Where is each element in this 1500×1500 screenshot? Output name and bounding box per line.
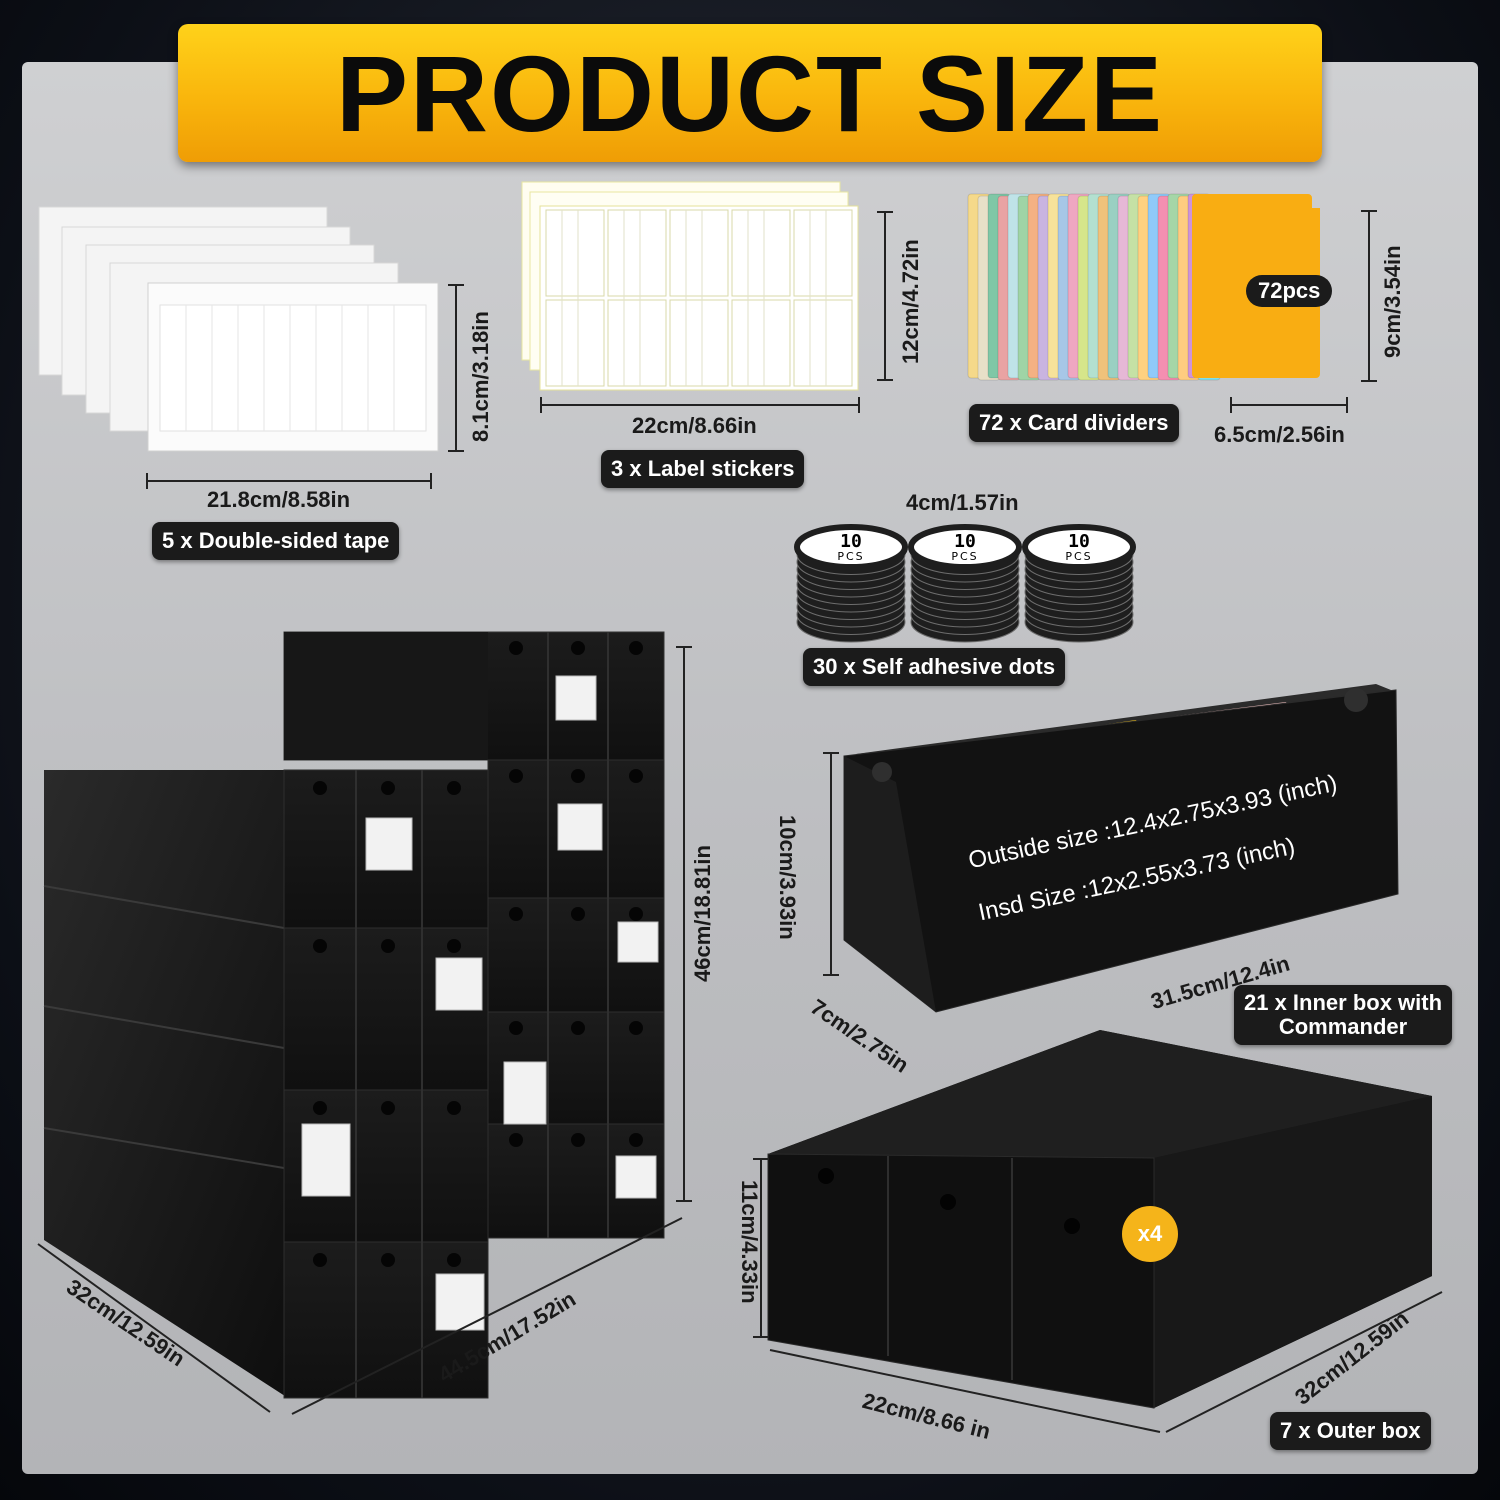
- outer-multiplier-badge: x4: [1122, 1206, 1178, 1262]
- dots-diameter-dim: 4cm/1.57in: [906, 490, 1019, 515]
- adhesive-dot: [908, 524, 1022, 570]
- dot-unit-text: PCS: [1065, 550, 1092, 563]
- stack-height-dim: 46cm/18.81in: [690, 845, 715, 982]
- sticker-sheets: [521, 181, 859, 391]
- tape-label: 5 x Double-sided tape: [152, 522, 400, 560]
- dots-label: 30 x Self adhesive dots: [803, 648, 1066, 686]
- stack-height-line: [676, 646, 692, 1202]
- stickers-height-line: [877, 211, 893, 381]
- outer-height-dim: 11cm/4.33in: [737, 1180, 762, 1304]
- dot-unit-text: PCS: [837, 550, 864, 563]
- divider-cards: [967, 193, 1320, 381]
- dividers-label: 72 x Card dividers: [969, 404, 1179, 442]
- outer-box-image: [767, 1030, 1432, 1409]
- inner-height-dim: 10cm/3.93in: [775, 815, 800, 940]
- stickers-width-dim: 22cm/8.66in: [632, 413, 757, 438]
- tape-height-dim: 8.1cm/3.18in: [468, 311, 493, 442]
- dividers-height-dim: 9cm/3.54in: [1380, 245, 1405, 358]
- outer-base-lines: [769, 1291, 1443, 1433]
- inner-box-label-line2: Commander: [1278, 1014, 1408, 1039]
- divider-count-badge: 72pcs: [1246, 275, 1333, 307]
- adhesive-dot: [1022, 524, 1136, 570]
- tape-width-dim: 21.8cm/8.58in: [207, 487, 351, 512]
- dot-count-text: 10: [1068, 531, 1090, 552]
- tape-width-line: [146, 473, 432, 489]
- dot-unit-text: PCS: [951, 550, 978, 563]
- stickers-label: 3 x Label stickers: [601, 450, 805, 488]
- stickers-width-line: [540, 397, 860, 413]
- inner-box-label-line1: 21 x Inner box with: [1244, 990, 1443, 1015]
- dividers-width-dim: 6.5cm/2.56in: [1214, 422, 1345, 447]
- dot-count-text: 10: [954, 531, 976, 552]
- dividers-height-line: [1361, 210, 1377, 382]
- tape-height-line: [448, 284, 464, 452]
- inner-box-label: 21 x Inner box with Commander: [1234, 985, 1453, 1045]
- outer-height-line: [753, 1158, 769, 1338]
- dividers-width-line: [1230, 397, 1348, 413]
- stacked-boxes-image: [43, 631, 665, 1399]
- dot-count-text: 10: [840, 531, 862, 552]
- stickers-height-dim: 12cm/4.72in: [898, 239, 923, 364]
- adhesive-dot: [794, 524, 908, 570]
- inner-height-line: [823, 752, 839, 976]
- inner-box-image: [843, 684, 1399, 1013]
- outer-box-label: 7 x Outer box: [1270, 1412, 1431, 1450]
- title-banner: PRODUCT SIZE: [178, 24, 1322, 162]
- page-title: PRODUCT SIZE: [335, 32, 1165, 154]
- tape-sheets: [38, 206, 439, 452]
- stack-base-lines: [37, 1217, 683, 1415]
